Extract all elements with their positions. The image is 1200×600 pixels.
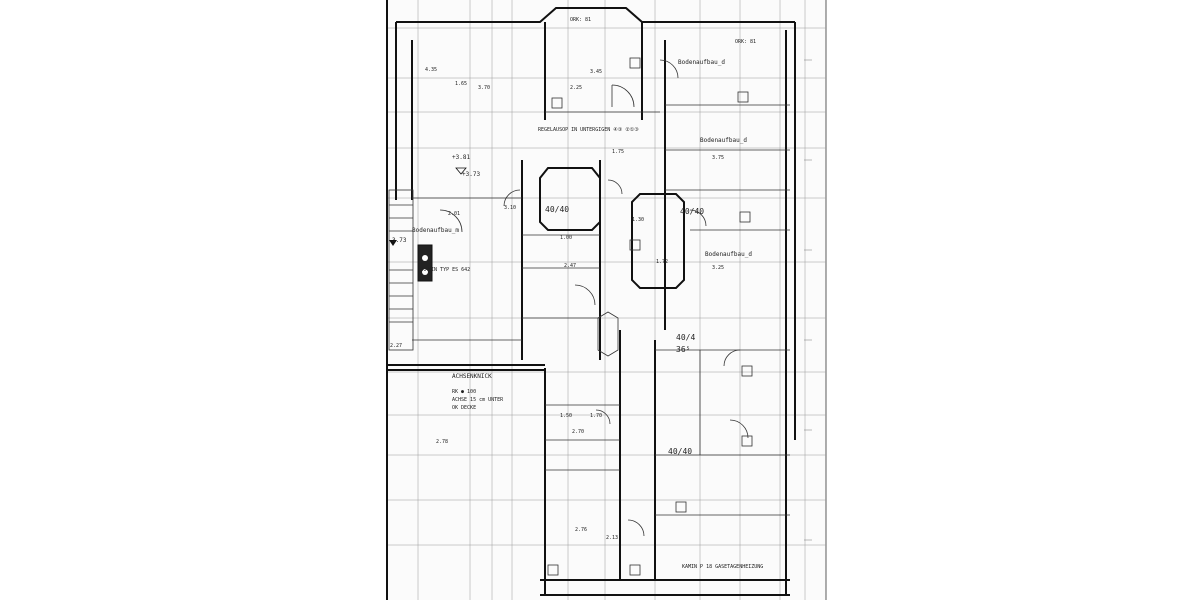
- dim-325: 3.25: [712, 265, 725, 271]
- dim-225: 2.25: [570, 85, 583, 91]
- dim-40: 40/4: [676, 333, 696, 342]
- achse-note-3: OK DECKE: [452, 405, 477, 411]
- dim-345: 3.45: [590, 69, 603, 75]
- dim-370: 3.70: [478, 85, 491, 91]
- dim-175: 1.75: [612, 149, 625, 155]
- label-bodenaufbau-m: Bodenaufbau_m: [412, 227, 459, 234]
- label-kamin: KAMIN TYP ES 642: [422, 267, 471, 273]
- dim-375: 3.75: [712, 155, 725, 161]
- dim-276: 2.76: [575, 527, 588, 533]
- label-bodenaufbau-1: Bodenaufbau_d: [678, 59, 725, 66]
- exterior-walls: [388, 7, 796, 596]
- dim-100: 1.00: [560, 235, 573, 241]
- staircase: [388, 189, 433, 351]
- grid-lines: [388, 0, 826, 600]
- achse-note-2: ACHSE 15 cm UNTER: [452, 397, 504, 403]
- dim-40-40-a: 40/40: [545, 205, 570, 214]
- dim-435: 4.35: [425, 67, 438, 73]
- label-bodenaufbau-3: Bodenaufbau_d: [705, 251, 752, 258]
- level-381: +3.81: [452, 154, 471, 161]
- label-bodenaufbau-2: Bodenaufbau_d: [700, 137, 747, 144]
- dim-201: 2.01: [448, 211, 461, 217]
- dim-247: 2.47: [564, 263, 577, 269]
- fixtures: [547, 57, 753, 576]
- dim-130: 1.30: [632, 217, 645, 223]
- dim-278: 2.78: [436, 439, 449, 445]
- dim-170: 1.70: [590, 413, 603, 419]
- level-373-a: +3.73: [462, 171, 481, 178]
- door-swings: [439, 59, 749, 537]
- tr-room-value: ORK: 81: [735, 39, 757, 45]
- top-room-value: ORK: 81: [570, 17, 592, 23]
- label-kamin-bottom: KAMIN P 18 GASETAGENHEIZUNG: [682, 564, 764, 570]
- label-achsenknick: ACHSENKNICK: [452, 373, 492, 380]
- dim-165: 1.65: [455, 81, 468, 87]
- dim-40-40-c: 40/40: [668, 447, 693, 456]
- dim-310: 3.10: [504, 205, 517, 211]
- dim-172: 1.72: [656, 259, 669, 265]
- label-regelausop: REGELAUSOP IN UNTERGIGEN ④③ ②①③: [538, 127, 639, 133]
- level-373-b: 3.73: [392, 237, 407, 244]
- dim-213: 2.13: [606, 535, 619, 541]
- chimney-shafts: [539, 167, 685, 357]
- dim-270: 2.70: [572, 429, 585, 435]
- level-markers: [389, 167, 467, 246]
- dim-150: 1.50: [560, 413, 573, 419]
- dim-365: 36⁵: [676, 345, 691, 354]
- achse-note-1: RK ● 100: [452, 389, 477, 395]
- right-edge-marks: [804, 59, 812, 541]
- dim-40-40-b: 40/40: [680, 207, 705, 216]
- interior-walls: [412, 22, 790, 580]
- dim-227: 2.27: [390, 343, 403, 349]
